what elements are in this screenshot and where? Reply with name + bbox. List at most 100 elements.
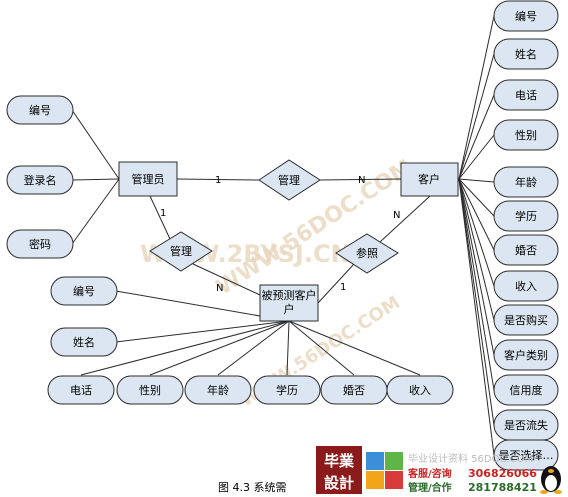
edge-customer-attr-2: [458, 94, 495, 180]
edge-customer-attr-3: [458, 134, 495, 180]
edge-customer-attr-6: [458, 178, 495, 251]
connector-lines: [71, 15, 495, 456]
admin-attr-1-label: 登录名: [24, 173, 57, 187]
customer-attr-2: 电话: [493, 79, 559, 111]
relation-manage-predicted-label: 管理: [170, 244, 192, 258]
puzzle-icon: [366, 452, 403, 489]
edge-customer-attr-5: [458, 178, 495, 217]
cardinality-manage2-predicted: N: [216, 283, 223, 294]
cardinality-admin-manage2: 1: [160, 208, 166, 219]
customer-attr-6: 婚否: [493, 234, 559, 266]
customer-attr-3: 性别: [493, 119, 559, 151]
entity-admin-label: 管理员: [132, 172, 165, 186]
figure-caption: 图 4.3 系统需: [218, 481, 287, 494]
edge-predicted-attr-3: [149, 320, 290, 376]
customer-attr-9-label: 客户类别: [504, 348, 548, 362]
badge-manage-label: 管理/合作: [408, 481, 452, 494]
edge-customer-attr-8: [458, 178, 495, 321]
relation-reference-label: 参照: [356, 246, 378, 260]
customer-attr-5-label: 学历: [515, 209, 537, 223]
relation-reference: 参照: [335, 233, 399, 274]
edge-admin-attr-1: [71, 178, 120, 181]
badge-service-qq: 306826066: [468, 467, 537, 480]
badge-site: 毕业设计资料 56DOC.COM: [408, 452, 533, 465]
relation-manage-customer-label: 管理: [278, 173, 300, 187]
admin-attr-2-label: 密码: [29, 237, 51, 251]
customer-attr-11: 是否流失: [493, 409, 559, 441]
customer-attr-1: 姓名: [493, 38, 559, 70]
edge-customer-attr-11: [458, 178, 495, 426]
svg-text:户: 户: [284, 302, 295, 316]
badge-logo-top: 毕業: [324, 452, 355, 470]
customer-attr-4-label: 年龄: [515, 175, 537, 189]
predicted-attr-6-label: 婚否: [343, 383, 365, 397]
predicted-attr-5-label: 学历: [276, 383, 298, 397]
customer-attr-10: 信用度: [493, 374, 559, 406]
customer-attr-5: 学历: [493, 200, 559, 232]
customer-attr-11-label: 是否流失: [504, 418, 548, 432]
admin-attr-0: 编号: [6, 95, 74, 125]
customer-attr-4: 年龄: [493, 166, 559, 198]
customer-attr-12-label: 是否选择…: [499, 448, 554, 462]
edge-admin-attr-2: [71, 178, 120, 245]
entity-predicted-customer-label: 被预测客户: [262, 288, 317, 302]
predicted-attr-7-label: 收入: [409, 383, 431, 397]
edge-customer-attr-0: [458, 15, 495, 180]
predicted-attr-0-label: 编号: [73, 284, 95, 298]
edge-customer-attr-10: [458, 178, 495, 391]
badge-logo-bottom: 設計: [324, 474, 354, 492]
edge-customer-attr-1: [458, 53, 495, 180]
customer-attr-8: 是否购买: [493, 304, 559, 336]
cardinality-manage-customer: N: [358, 175, 365, 186]
badge-manage-qq: 281788421: [468, 481, 537, 494]
badge-service-label: 客服/咨询: [407, 467, 452, 480]
edge-customer-attr-12: [458, 178, 495, 456]
edge-manage-customer: [319, 178, 402, 181]
edge-predicted-attr-7: [288, 320, 421, 376]
predicted-attr-4: 年龄: [184, 375, 252, 405]
predicted-attr-1-label: 姓名: [73, 335, 95, 349]
edge-customer-attr-7: [458, 178, 495, 287]
predicted-attr-4-label: 年龄: [207, 383, 229, 397]
customer-attr-7: 收入: [493, 270, 559, 302]
edge-reference-customer: [379, 195, 431, 243]
edge-customer-attr-9: [458, 178, 495, 356]
predicted-attr-5: 学历: [253, 375, 321, 405]
entity-customer-label: 客户: [418, 172, 440, 186]
predicted-attr-3-label: 性别: [139, 383, 161, 397]
customer-attr-0: 编号: [493, 0, 559, 32]
predicted-attr-3: 性别: [116, 375, 184, 405]
edge-customer-attr-4: [458, 178, 495, 183]
edge-predicted-reference: [317, 263, 355, 304]
predicted-attr-7: 收入: [386, 375, 454, 405]
edge-admin-manage2: [149, 195, 171, 240]
entity-admin: 管理员: [118, 161, 178, 197]
customer-attr-6-label: 婚否: [515, 243, 537, 257]
edge-predicted-attr-2: [80, 320, 290, 376]
edge-manage2-predicted: [192, 263, 261, 296]
predicted-attr-1: 姓名: [50, 327, 118, 357]
cardinality-admin-manage: 1: [215, 175, 221, 186]
customer-attr-0-label: 编号: [515, 9, 537, 23]
predicted-attr-6: 婚否: [320, 375, 388, 405]
admin-attr-2: 密码: [6, 229, 74, 259]
customer-attr-3-label: 性别: [515, 128, 537, 142]
admin-attr-1: 登录名: [6, 165, 74, 195]
customer-attr-8-label: 是否购买: [504, 313, 548, 327]
entity-predicted-customer: 被预测客户 户: [259, 284, 319, 322]
cardinality-predicted-reference: 1: [340, 282, 346, 293]
customer-attr-9: 客户类别: [493, 339, 559, 371]
diagram-nodes: 编号登录名密码编号姓名电话性别年龄学历婚否收入是否购买客户类别信用度是否流失是否…: [6, 0, 559, 471]
relation-manage-customer: 管理: [258, 159, 321, 201]
customer-attr-1-label: 姓名: [515, 47, 537, 61]
predicted-attr-0: 编号: [50, 276, 118, 306]
relation-manage-predicted: 管理: [149, 231, 213, 272]
customer-attr-12: 是否选择…: [493, 439, 559, 471]
penguin-icon: [540, 466, 562, 494]
edge-admin-manage: [176, 178, 260, 181]
predicted-attr-2-label: 电话: [70, 384, 92, 397]
cardinality-reference-customer: N: [393, 210, 400, 221]
edge-predicted-attr-1: [115, 320, 290, 343]
edge-predicted-attr-6: [288, 320, 355, 376]
